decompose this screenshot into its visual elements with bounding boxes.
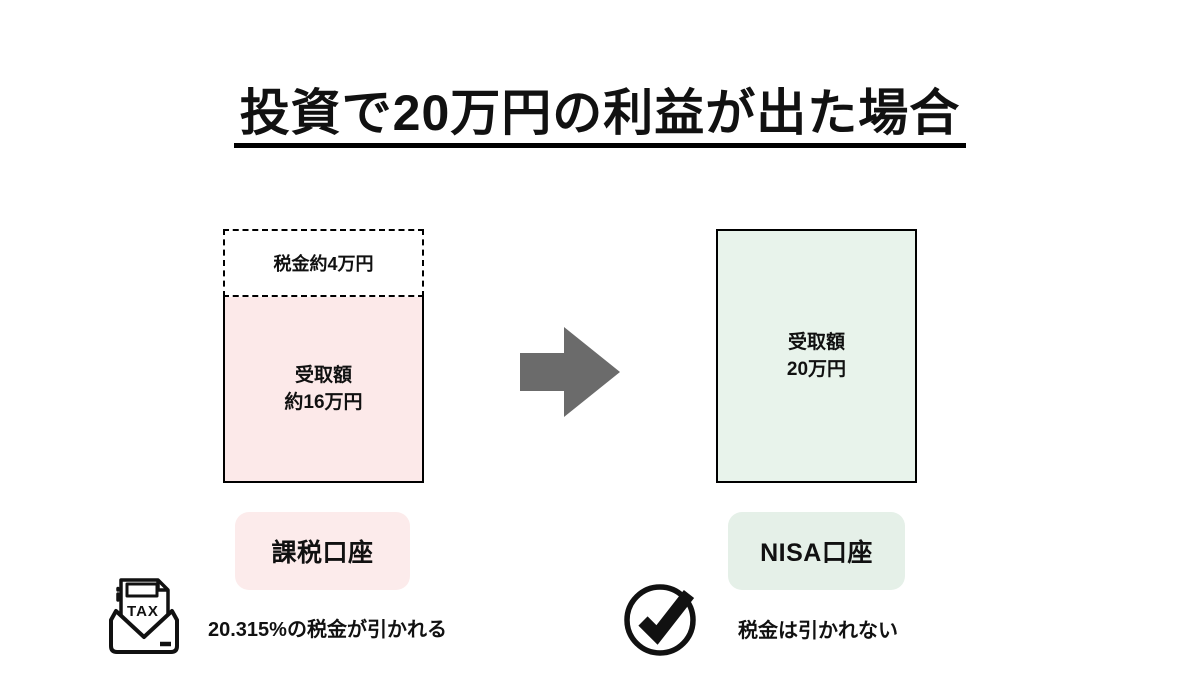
nisa-note: 税金は引かれない xyxy=(738,620,898,642)
check-circle-icon xyxy=(623,581,701,664)
nisa-account-label: NISA口座 xyxy=(760,539,873,567)
taxable-receive-segment: 受取額 約16万円 xyxy=(223,297,424,483)
page-title: 投資で20万円の利益が出た場合 xyxy=(233,86,967,148)
tax-envelope-icon: TAX xyxy=(109,575,179,660)
receive-amount-line: 受取額 xyxy=(294,365,352,386)
tax-amount-label: 税金約4万円 xyxy=(273,254,374,274)
taxable-account-label: 課税口座 xyxy=(271,539,374,567)
receive-amount-line: 約16万円 xyxy=(284,392,363,413)
nisa-receive-segment: 受取額 20万円 xyxy=(716,229,917,483)
nisa-account-pill: NISA口座 xyxy=(728,512,905,590)
right-arrow-icon xyxy=(520,327,620,417)
receive-amount-line: 20万円 xyxy=(786,359,847,380)
right-arrow-shape xyxy=(520,327,620,417)
taxable-note: 20.315%の税金が引かれる xyxy=(208,619,447,641)
title-row: 投資で20万円の利益が出た場合 xyxy=(0,86,1200,148)
check-mark-shape xyxy=(638,590,695,645)
taxable-tax-segment: 税金約4万円 xyxy=(223,229,424,297)
receive-amount-line: 受取額 xyxy=(787,332,845,353)
tax-document-header xyxy=(125,582,159,598)
taxable-account-pill: 課税口座 xyxy=(235,512,410,590)
tax-icon-text: TAX xyxy=(127,603,159,620)
